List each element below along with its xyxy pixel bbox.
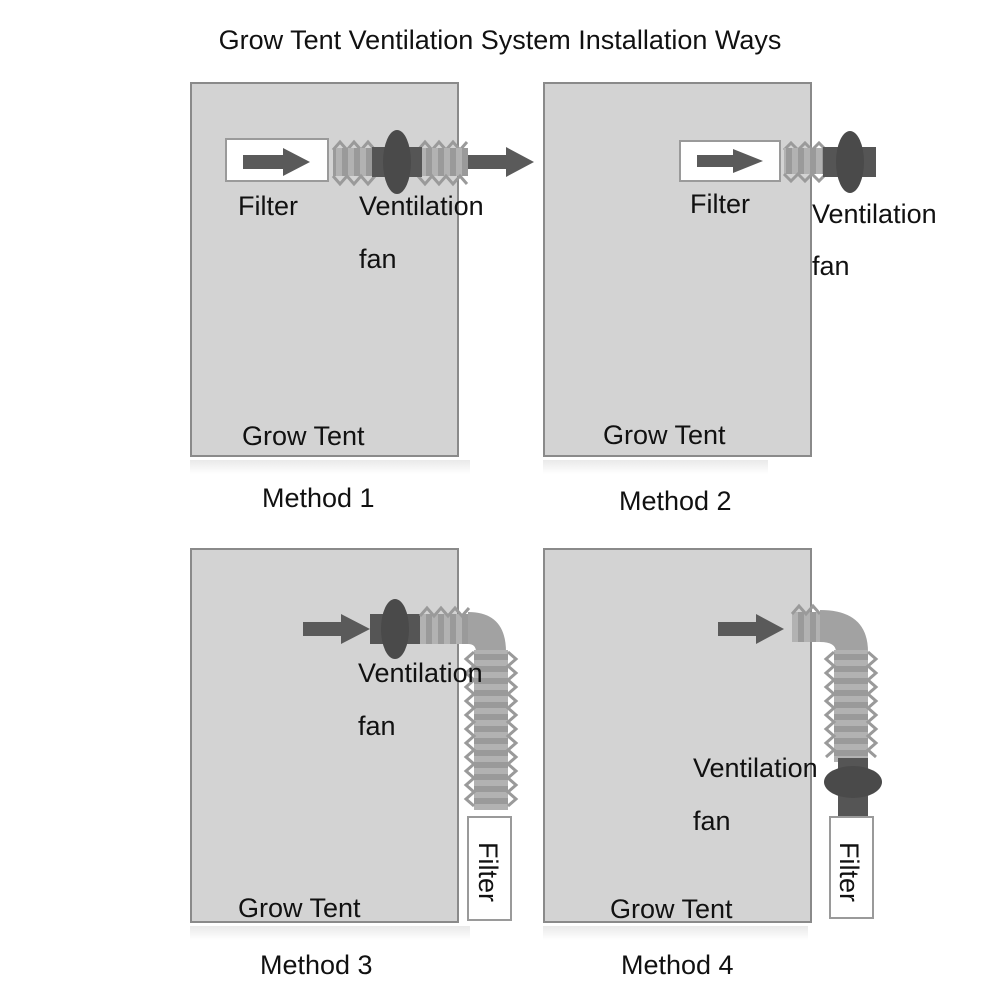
airflow-arrow-1a [243, 148, 310, 176]
filter-box-4 [829, 816, 874, 919]
fan-label-4-line1: Ventilation [693, 753, 818, 783]
tent-shadow-2 [543, 460, 768, 474]
fan-label-1-line2: fan [359, 244, 397, 274]
filter-label-3: Filter [473, 842, 503, 902]
airflow-arrow-3 [303, 614, 370, 644]
tent-label-2: Grow Tent [603, 420, 726, 450]
fan-label-3-line2: fan [358, 711, 396, 741]
filter-box-3 [467, 816, 512, 921]
ventilation-fan-1 [372, 130, 422, 194]
flexible-duct-3 [418, 605, 519, 810]
method-label-4: Method 4 [621, 950, 734, 980]
flexible-duct-2 [782, 140, 828, 184]
airflow-arrow-1b [468, 147, 534, 177]
fan-label-4-line2: fan [693, 806, 731, 836]
filter-label-1: Filter [238, 191, 298, 221]
filter-box-1 [225, 138, 329, 182]
diagram-title: Grow Tent Ventilation System Installatio… [218, 25, 782, 55]
tent-shadow-1 [190, 460, 470, 474]
fan-label-2-line1: Ventilation [812, 199, 937, 229]
fan-label-2-line2: fan [812, 251, 850, 281]
ventilation-fan-3 [370, 599, 420, 659]
flexible-duct-4 [790, 603, 879, 762]
ventilation-fan-2 [823, 131, 876, 193]
tent-shadow-3 [190, 926, 470, 940]
airflow-arrow-2 [697, 149, 763, 173]
grow-tent-4 [543, 548, 812, 923]
tent-shadow-4 [543, 926, 808, 940]
fan-label-3-line1: Ventilation [358, 658, 483, 688]
filter-label-4: Filter [834, 842, 864, 902]
airflow-arrow-4 [718, 614, 784, 644]
method-label-3: Method 3 [260, 950, 373, 980]
method-label-1: Method 1 [262, 483, 375, 513]
tent-label-3: Grow Tent [238, 893, 361, 923]
flexible-duct-1 [331, 139, 469, 187]
grow-tent-3 [190, 548, 459, 923]
tent-label-1: Grow Tent [242, 421, 365, 451]
ventilation-fan-4 [824, 758, 882, 818]
filter-label-2: Filter [690, 189, 750, 219]
method-label-2: Method 2 [619, 486, 732, 516]
fan-label-1-line1: Ventilation [359, 191, 484, 221]
tent-label-4: Grow Tent [610, 894, 733, 924]
